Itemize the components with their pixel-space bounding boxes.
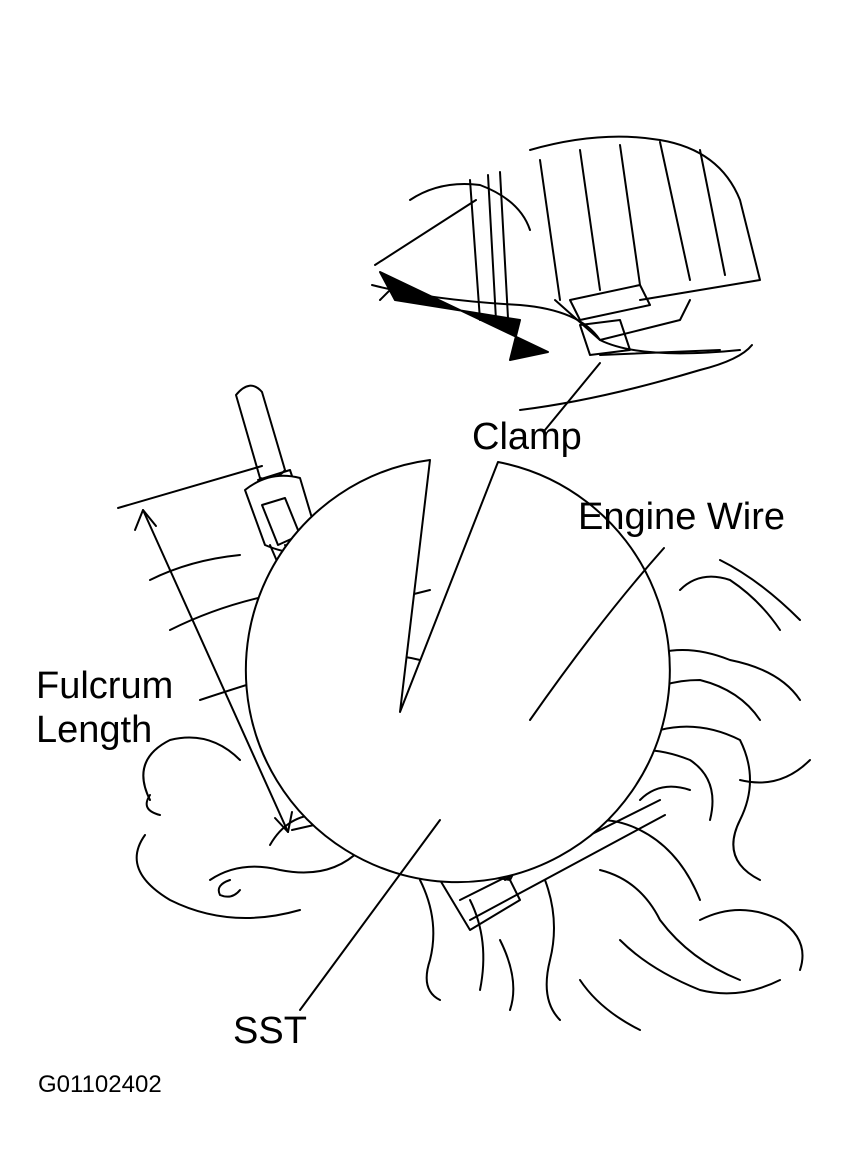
- fulcrum-label-line1: Fulcrum: [36, 665, 174, 707]
- fulcrum-length-dimension: [117, 465, 346, 833]
- figure-code: G01102402: [38, 1071, 162, 1098]
- engine-wire-label: Engine Wire: [578, 496, 785, 538]
- fulcrum-label-line2: Length: [36, 709, 153, 751]
- leader-lines: [299, 547, 665, 1011]
- clamp-detail-callout: [244, 135, 761, 884]
- clamp-label: Clamp: [472, 416, 582, 458]
- fulcrum-length-label: Fulcrum Length: [36, 664, 173, 752]
- sst-label: SST: [233, 1010, 307, 1052]
